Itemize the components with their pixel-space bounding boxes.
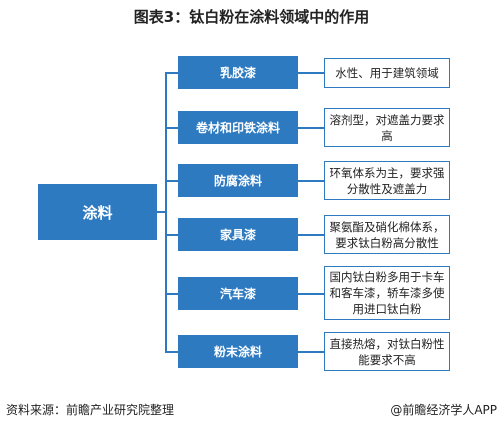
description-box: 国内钛白粉多用于卡车和客车漆，轿车漆多使用进口钛白粉 <box>324 266 450 320</box>
branch-connector <box>165 234 178 236</box>
desc-connector <box>298 127 324 129</box>
description-box: 直接热熔，对钛白粉性能要求不高 <box>324 332 450 371</box>
description-box: 水性、用于建筑领域 <box>324 58 450 88</box>
description-box: 环氧体系为主，要求强分散性及遮盖力 <box>324 161 450 200</box>
category-node: 家具漆 <box>178 218 298 251</box>
branch-connector <box>165 127 178 129</box>
trunk-connector <box>165 72 167 353</box>
description-box: 溶剂型，对遮盖力要求高 <box>324 108 450 147</box>
category-node: 卷材和印铁涂料 <box>178 111 298 144</box>
category-node: 防腐涂料 <box>178 164 298 197</box>
branch-connector <box>165 293 178 295</box>
category-node: 粉末涂料 <box>178 335 298 368</box>
page-title: 图表3：钛白粉在涂料领域中的作用 <box>133 8 370 26</box>
desc-connector <box>298 180 324 182</box>
category-node: 汽车漆 <box>178 277 298 310</box>
root-node: 涂料 <box>38 184 157 240</box>
description-box: 聚氨酯及硝化棉体系，要求钛白粉高分散性 <box>324 215 450 254</box>
desc-connector <box>298 351 324 353</box>
brand-credit: @前瞻经济学人APP <box>390 403 497 417</box>
branch-connector <box>165 180 178 182</box>
root-connector <box>157 211 166 213</box>
source-note: 资料来源：前瞻产业研究院整理 <box>6 403 175 417</box>
desc-connector <box>298 293 324 295</box>
desc-connector <box>298 234 324 236</box>
branch-connector <box>165 72 178 74</box>
branch-connector <box>165 351 178 353</box>
desc-connector <box>298 72 324 74</box>
category-node: 乳胶漆 <box>178 56 298 89</box>
